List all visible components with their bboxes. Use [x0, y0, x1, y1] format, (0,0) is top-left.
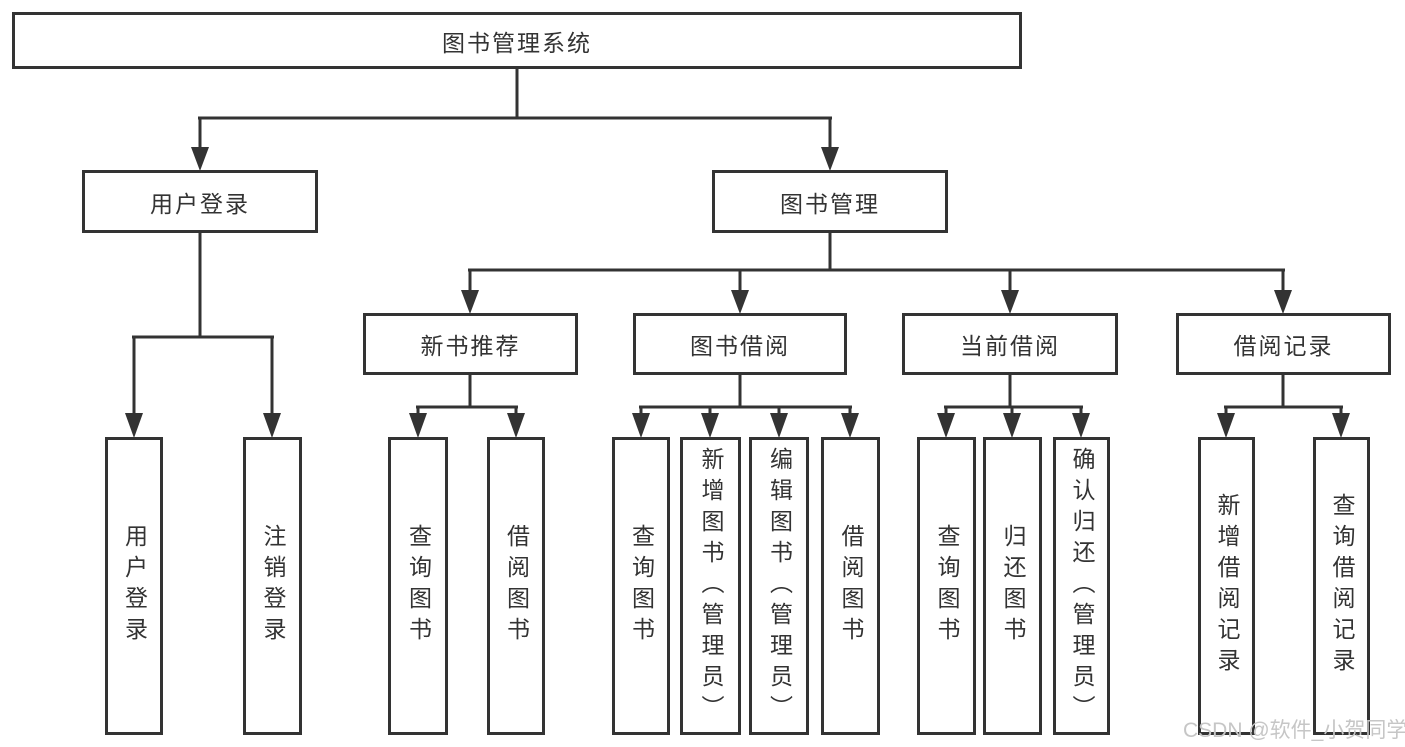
leaf-query-books-recommend: 查询图书: [388, 437, 448, 735]
node-label: 查询图书: [934, 524, 960, 648]
node-label: 借阅图书: [838, 524, 864, 648]
node-label: 当前借阅: [960, 333, 1060, 359]
node-label: 注销登录: [260, 524, 286, 648]
leaf-query-books-borrowing: 查询图书: [612, 437, 670, 735]
node-label: 用户登录: [150, 190, 250, 217]
leaf-borrow-books-borrowing: 借阅图书: [821, 437, 880, 735]
csdn-watermark: CSDN @软件_小贺同学: [1183, 719, 1405, 742]
node-label: 新增图书（管理员）: [698, 446, 724, 726]
leaf-add-borrow-record: 新增借阅记录: [1198, 437, 1255, 735]
leaf-query-borrow-record: 查询借阅记录: [1313, 437, 1370, 735]
node-book-borrowing: 图书借阅: [633, 313, 847, 375]
node-book-management: 图书管理: [712, 170, 948, 233]
node-borrowing-records: 借阅记录: [1176, 313, 1391, 375]
node-label: 图书借阅: [690, 333, 790, 359]
leaf-return-book: 归还图书: [983, 437, 1042, 735]
node-label: 确认归还（管理员）: [1069, 446, 1095, 726]
node-label: 借阅记录: [1233, 333, 1334, 359]
node-current-borrowing: 当前借阅: [902, 313, 1118, 375]
node-user-login: 用户登录: [82, 170, 318, 233]
node-label: 借阅图书: [503, 524, 530, 648]
node-new-book-recommendation: 新书推荐: [363, 313, 578, 375]
node-label: 查询图书: [405, 524, 432, 648]
node-label: 新增借阅记录: [1214, 493, 1240, 679]
leaf-user-login: 用户登录: [105, 437, 163, 735]
leaf-edit-book-admin: 编辑图书（管理员）: [749, 437, 809, 735]
leaf-borrow-books-recommend: 借阅图书: [487, 437, 545, 735]
leaf-query-books-current: 查询图书: [917, 437, 976, 735]
node-label: 查询借阅记录: [1329, 493, 1355, 679]
node-root-library-system: 图书管理系统: [12, 12, 1022, 69]
node-label: 查询图书: [628, 524, 655, 648]
node-label: 图书管理: [780, 190, 880, 217]
leaf-add-book-admin: 新增图书（管理员）: [680, 437, 741, 735]
node-label: 用户登录: [121, 524, 148, 648]
node-label: 图书管理系统: [442, 29, 592, 56]
node-label: 归还图书: [1000, 524, 1026, 648]
node-label: 编辑图书（管理员）: [766, 446, 793, 726]
node-label: 新书推荐: [420, 333, 521, 359]
leaf-logout: 注销登录: [243, 437, 302, 735]
leaf-confirm-return-admin: 确认归还（管理员）: [1053, 437, 1110, 735]
